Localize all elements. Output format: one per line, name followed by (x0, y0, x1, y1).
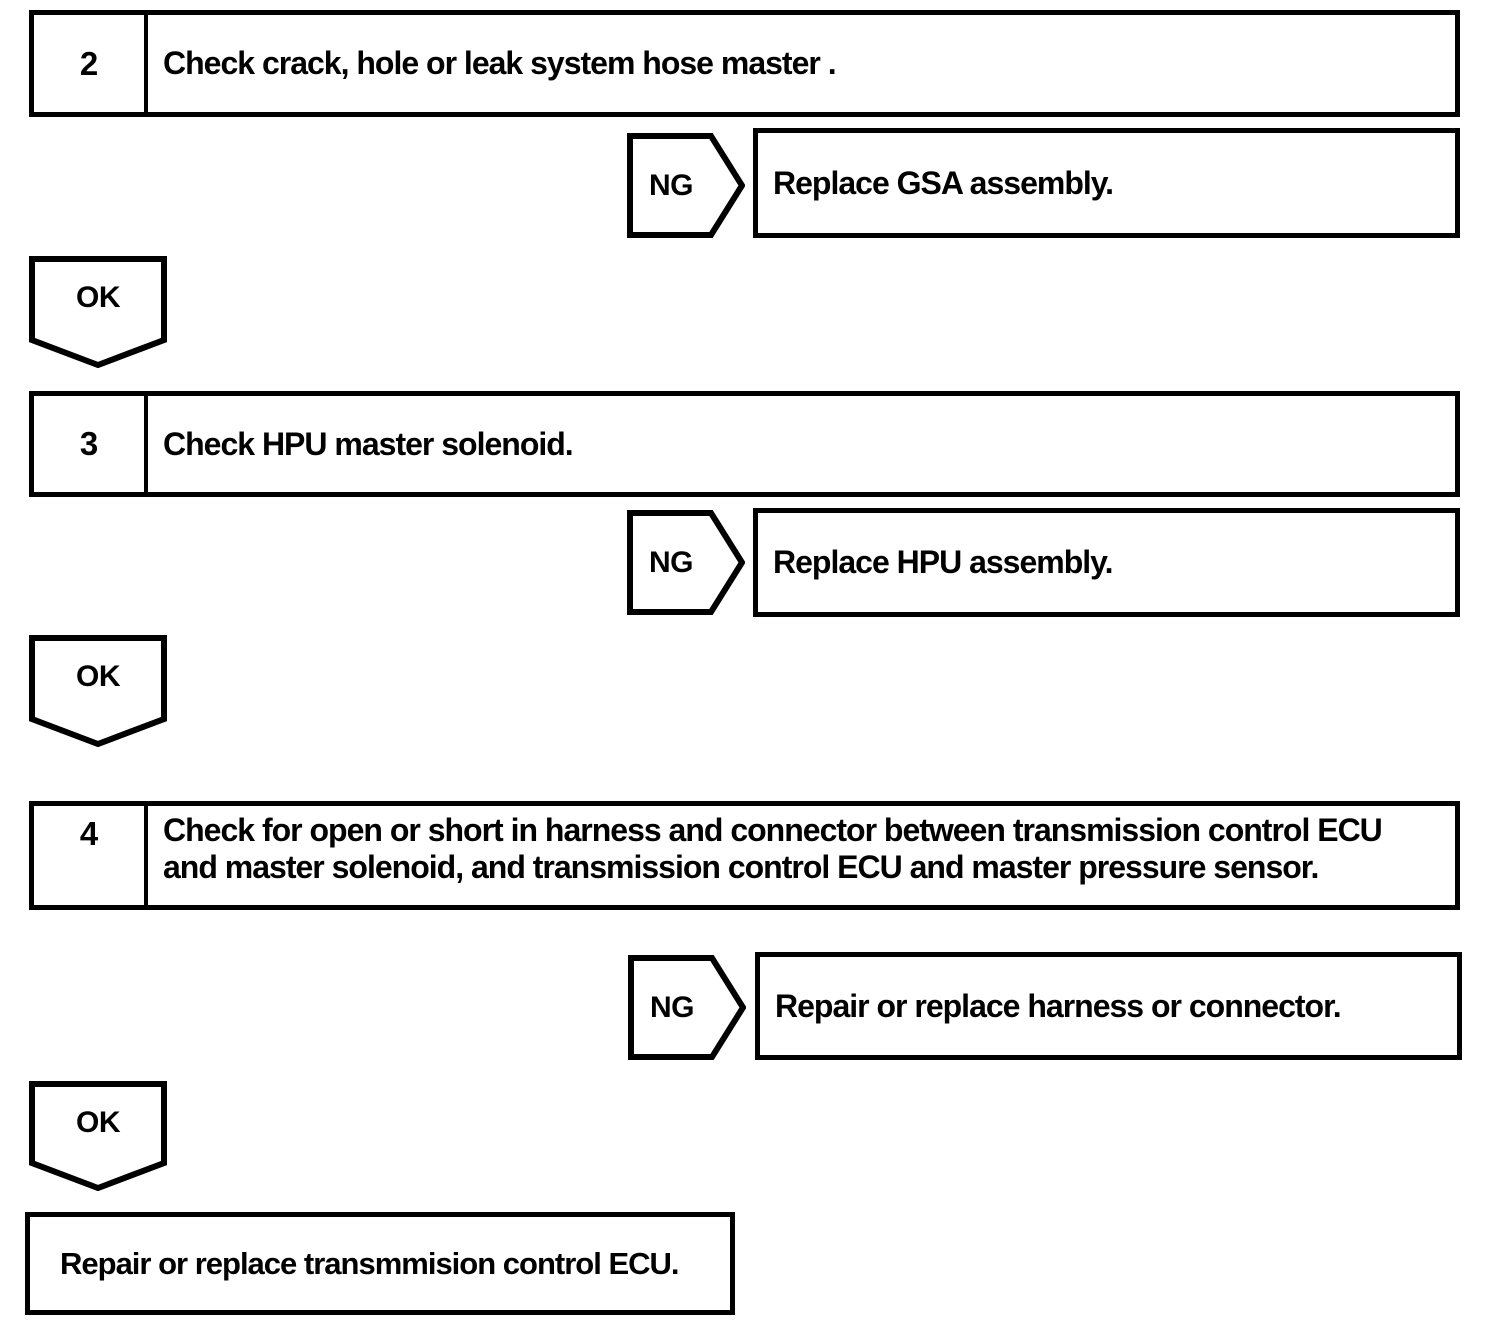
step-3-ng-result-box: Replace HPU assembly. (753, 508, 1460, 617)
step-4-ng-result-text: Repair or replace harness or connector. (775, 987, 1342, 1024)
step-2-ng-result-box: Replace GSA assembly. (753, 128, 1460, 238)
step-4-number: 4 (34, 806, 148, 905)
step-3-box: 3 Check HPU master solenoid. (29, 391, 1460, 497)
step-2-ng-result-text: Replace GSA assembly. (773, 164, 1114, 201)
ok-label: OK (76, 660, 121, 693)
step-2-box: 2 Check crack, hole or leak system hose … (29, 10, 1460, 117)
ng-label: NG (649, 168, 694, 202)
ng-arrow-icon (627, 133, 745, 238)
final-action-box: Repair or replace transmmision control E… (25, 1212, 735, 1315)
ok-label: OK (76, 281, 121, 314)
step-2-ng-arrow: NG (627, 133, 745, 238)
final-action-text: Repair or replace transmmision control E… (60, 1245, 680, 1281)
ok-arrow-icon (29, 1081, 167, 1191)
step-2-title: Check crack, hole or leak system hose ma… (163, 45, 837, 81)
ng-arrow-icon (627, 510, 745, 615)
step-4-title: Check for open or short in harness and c… (163, 812, 1383, 885)
step-3-number: 3 (34, 396, 148, 492)
step-4-ng-arrow: NG (628, 955, 746, 1060)
ok-arrow-icon (29, 256, 167, 368)
step-2-number: 2 (34, 15, 148, 112)
ng-label: NG (649, 545, 694, 579)
step-3-ng-arrow: NG (627, 510, 745, 615)
step-3-ng-result-text: Replace HPU assembly. (773, 544, 1113, 580)
step-4-box: 4 Check for open or short in harness and… (29, 801, 1460, 910)
ok-label: OK (76, 1106, 121, 1139)
step-2-ok-arrow: OK (29, 256, 167, 368)
ng-label: NG (650, 990, 695, 1024)
step-3-ok-arrow: OK (29, 635, 167, 747)
step-3-title: Check HPU master solenoid. (163, 425, 574, 462)
step-4-ok-arrow: OK (29, 1081, 167, 1193)
step-4-ng-result-box: Repair or replace harness or connector. (755, 952, 1462, 1060)
ok-arrow-icon (29, 635, 167, 747)
ng-arrow-icon (628, 955, 746, 1060)
